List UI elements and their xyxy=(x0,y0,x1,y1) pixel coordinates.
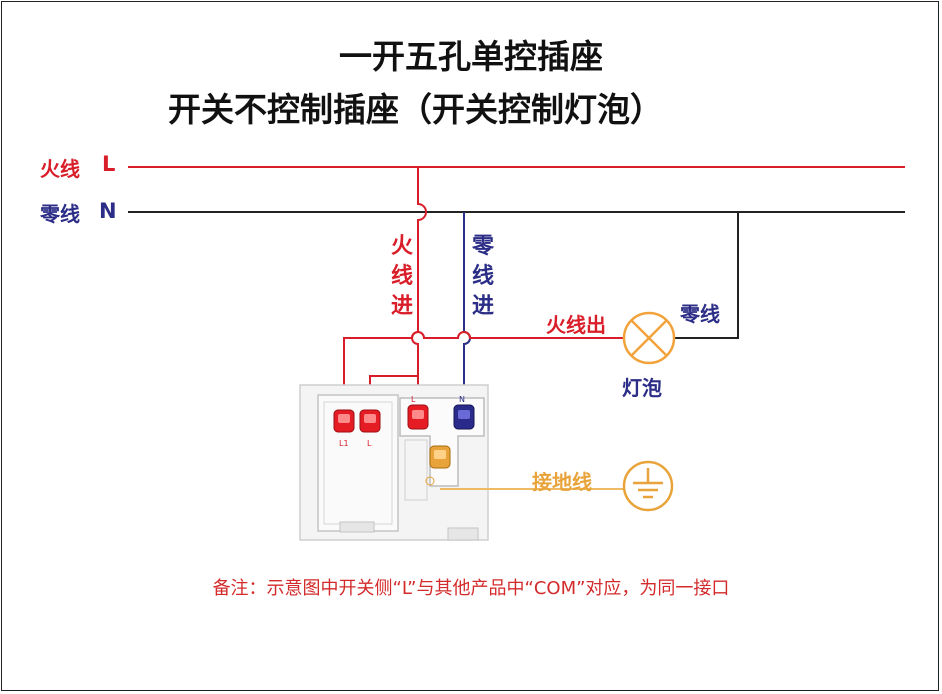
socket-terminal-n-label: N xyxy=(459,395,465,404)
socket-terminal-ground xyxy=(429,445,451,469)
switch-terminal-l xyxy=(359,409,381,433)
ground-wire-label: 接地线 xyxy=(532,470,592,494)
neutral-in-label: 零线进 xyxy=(471,234,494,319)
title-line-1: 一开五孔单控插座 xyxy=(339,37,603,76)
live-line-letter: L xyxy=(102,152,116,176)
socket-terminal-l-label: L xyxy=(411,395,416,404)
lamp-neutral-wire xyxy=(674,212,739,339)
live-out-label: 火线出 xyxy=(546,313,606,337)
footnote: 备注：示意图中开关侧“L”与其他产品中“COM”对应，为同一接口 xyxy=(212,578,730,599)
lamp-label: 灯泡 xyxy=(622,376,662,400)
live-line-label: 火线 xyxy=(40,157,80,181)
switch-terminal-1-label: L1 xyxy=(339,439,349,448)
neutral-in-wire xyxy=(463,212,471,405)
live-in-wire xyxy=(411,167,427,400)
ground-mark-icon xyxy=(425,476,435,486)
lamp-icon xyxy=(622,311,676,365)
switch-terminal-l1 xyxy=(333,409,355,433)
title-line-2: 开关不控制插座（开关控制灯泡） xyxy=(168,90,663,129)
neutral-line-letter: N xyxy=(99,199,117,223)
socket-terminal-n xyxy=(453,404,475,430)
live-in-label: 火线进 xyxy=(390,234,413,319)
neutral-line-label: 零线 xyxy=(40,202,80,226)
ground-symbol-icon xyxy=(622,460,674,512)
switch-terminal-2-label: L xyxy=(367,439,372,448)
switch-feed-wire xyxy=(343,331,624,415)
socket-terminal-l xyxy=(407,404,429,430)
lamp-neutral-label: 零线 xyxy=(680,302,720,326)
